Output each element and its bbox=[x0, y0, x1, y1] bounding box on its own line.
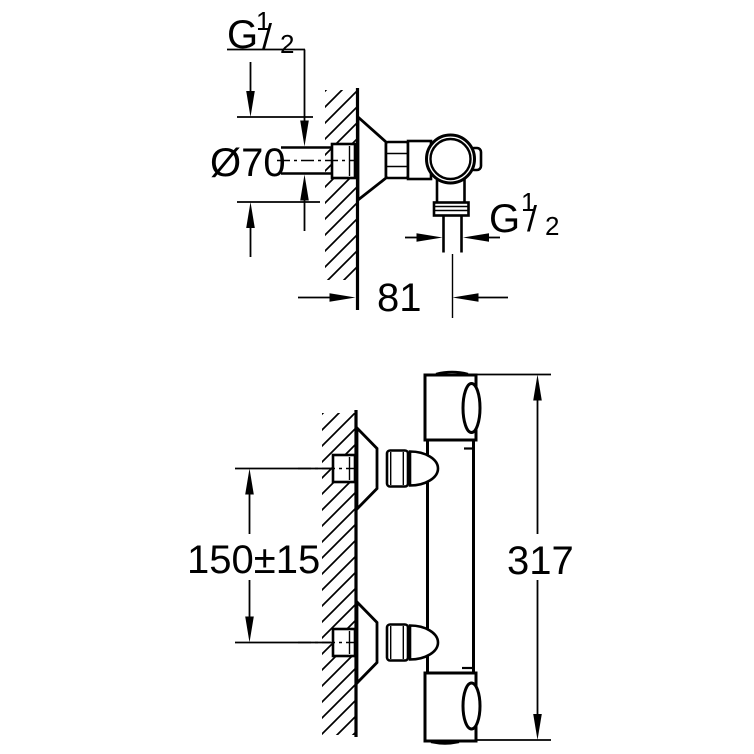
lower-union-bulge bbox=[408, 624, 440, 661]
dim-arrow bbox=[533, 374, 542, 401]
dim-outlet-thread: G 1 / 2 bbox=[405, 187, 559, 242]
dim-total-height: 317 bbox=[476, 373, 574, 741]
dim-arrow bbox=[300, 174, 309, 201]
top-knob-cap-arc bbox=[435, 370, 469, 376]
dim-arrow bbox=[329, 293, 356, 302]
front-view: 150±15 317 bbox=[187, 370, 574, 745]
dim-outlet-thread-denominator: 2 bbox=[545, 211, 559, 241]
top-knob bbox=[423, 370, 482, 450]
dim-top-thread-slash: / bbox=[262, 16, 272, 57]
hose-collar bbox=[432, 201, 470, 217]
dim-top-thread-prefix: G bbox=[227, 13, 258, 57]
dim-top-thread: G 1 / 2 bbox=[227, 6, 309, 231]
wall-hatching bbox=[325, 90, 356, 280]
outlet-pipe bbox=[442, 215, 463, 253]
hex-nut bbox=[384, 140, 410, 180]
dim-outlet-thread-prefix: G bbox=[489, 197, 520, 241]
dim-wall-to-outlet: 81 bbox=[298, 276, 508, 320]
upper-escutcheon bbox=[355, 424, 379, 513]
control-knob-inner-ring bbox=[429, 137, 472, 181]
knob-grip-oval bbox=[461, 382, 482, 434]
bottom-knob bbox=[423, 666, 482, 745]
dim-arrow bbox=[245, 616, 254, 643]
dim-arrow bbox=[246, 202, 255, 228]
bottom-knob-cap-arc bbox=[430, 740, 460, 745]
dim-arrow bbox=[463, 233, 489, 242]
dim-arrow bbox=[300, 120, 309, 147]
dim-arrow bbox=[416, 233, 443, 242]
dim-escutcheon-diameter-label: Ø70 bbox=[210, 141, 286, 185]
dim-top-thread-denominator: 2 bbox=[280, 29, 294, 59]
upper-hex-nut bbox=[385, 449, 410, 488]
side-view: G 1 / 2 Ø70 81 bbox=[210, 6, 559, 320]
upper-union-bulge bbox=[408, 450, 440, 487]
dim-outlet-thread-numerator: 1 bbox=[521, 187, 535, 217]
dim-arrow bbox=[246, 91, 255, 117]
knob-grip-oval bbox=[461, 681, 482, 731]
outlet-neck bbox=[435, 179, 466, 203]
dim-arrow bbox=[533, 714, 542, 740]
dim-inlet-spacing: 150±15 bbox=[187, 467, 331, 644]
dim-total-height-label: 317 bbox=[507, 539, 574, 583]
lower-escutcheon bbox=[355, 598, 379, 687]
dim-inlet-spacing-label: 150±15 bbox=[187, 538, 320, 582]
dim-arrow bbox=[452, 293, 479, 302]
supply-pipe-stub bbox=[281, 146, 333, 175]
dim-escutcheon-diameter: Ø70 bbox=[210, 62, 320, 257]
escutcheon bbox=[356, 113, 388, 203]
dim-wall-to-outlet-label: 81 bbox=[377, 276, 422, 320]
dim-outlet-thread-slash: / bbox=[527, 198, 537, 239]
dim-arrow bbox=[245, 468, 254, 495]
lower-hex-nut bbox=[385, 623, 410, 662]
dim-top-thread-numerator: 1 bbox=[256, 6, 270, 36]
control-knob-profile bbox=[425, 133, 476, 185]
